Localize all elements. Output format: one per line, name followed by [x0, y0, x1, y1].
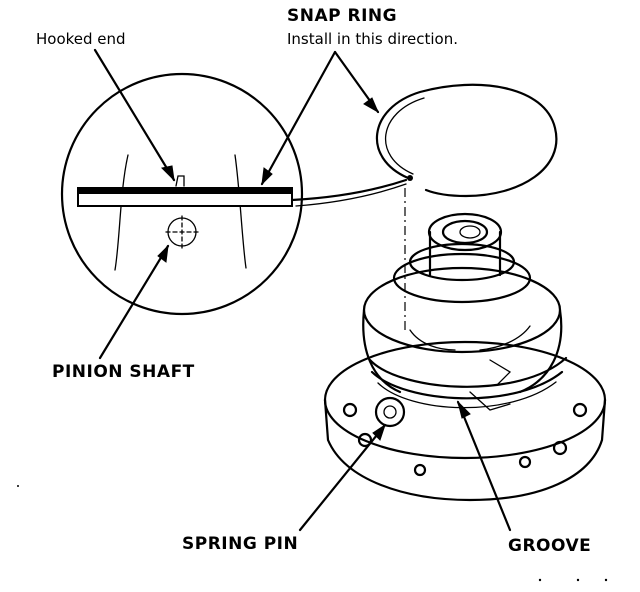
pinion-shaft-center [165, 215, 199, 249]
detail-circle [60, 72, 304, 316]
axle-top [427, 212, 503, 252]
detail-connector-2 [295, 183, 407, 207]
leaders [93, 48, 512, 532]
scan-specks [17, 485, 608, 582]
guide-right [234, 154, 247, 269]
spring-pin-boss [374, 396, 406, 428]
groove-label: GROOVE [508, 536, 592, 556]
differential-carrier [323, 212, 607, 502]
detail-connector [290, 178, 408, 202]
spring-pin-label: SPRING PIN [182, 534, 299, 554]
hooked-end-label: Hooked end [36, 30, 126, 48]
guide-left [114, 154, 129, 271]
snap-ring [375, 83, 558, 198]
ring-section-shade [78, 188, 292, 194]
detail-view [60, 72, 304, 316]
hooked-end-tab [175, 175, 185, 187]
pinion-shaft-label: PINION SHAFT [52, 362, 195, 382]
flange-side [323, 398, 607, 502]
snap-ring-note: Install in this direction. [287, 30, 459, 48]
groove-band [368, 356, 568, 388]
snap-ring-label: SNAP RING [287, 6, 398, 26]
